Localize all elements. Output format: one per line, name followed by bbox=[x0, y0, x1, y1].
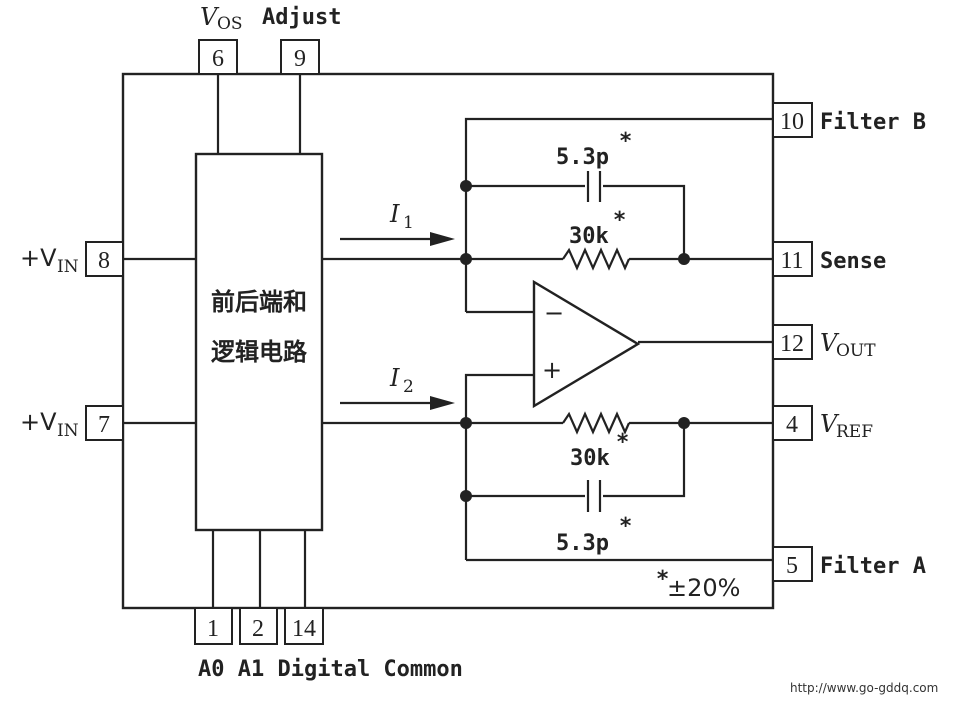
pin-4-box bbox=[772, 405, 813, 441]
i2-sub: 2 bbox=[403, 377, 414, 397]
filter-a-label: Filter A bbox=[820, 554, 926, 579]
node-top-2 bbox=[460, 253, 472, 265]
pin-11-box bbox=[772, 241, 813, 277]
pin-1-label: 1 bbox=[207, 616, 219, 642]
bottom-labels: A0 A1 Digital Common bbox=[198, 657, 463, 682]
op-amp-minus: − bbox=[544, 299, 564, 327]
pin-10-box bbox=[772, 102, 813, 138]
i2-label: I bbox=[389, 364, 400, 392]
node-bot-2 bbox=[678, 417, 690, 429]
logic-block bbox=[194, 152, 324, 532]
pin-14-box bbox=[284, 607, 324, 645]
node-top-1 bbox=[460, 180, 472, 192]
res-bottom-star: * bbox=[616, 430, 629, 455]
node-top-3 bbox=[678, 253, 690, 265]
vin-b-label: +V bbox=[20, 408, 57, 436]
pin-9-label: 9 bbox=[294, 46, 306, 72]
pin-12-box bbox=[772, 324, 813, 360]
pin-4-label: 4 bbox=[786, 412, 798, 438]
vref-sub: REF bbox=[836, 422, 873, 442]
sense-label: Sense bbox=[820, 249, 886, 274]
cap-bottom-label: 5.3p bbox=[556, 531, 609, 556]
node-bot-3 bbox=[460, 490, 472, 502]
i2-arrow-head bbox=[430, 396, 455, 410]
i1-arrow-head bbox=[430, 232, 455, 246]
pin-5-label: 5 bbox=[786, 553, 798, 579]
wire-cap-top-right bbox=[603, 184, 686, 259]
i1-sub: 1 bbox=[403, 213, 414, 233]
res-top-star: * bbox=[613, 208, 626, 233]
op-amp-plus: + bbox=[542, 356, 562, 384]
i1-label: I bbox=[389, 200, 400, 228]
pin-9-box bbox=[280, 39, 320, 75]
cap-top-star: * bbox=[619, 129, 632, 154]
pin-2-box bbox=[239, 607, 278, 645]
logic-block-label-1: 前后端和 bbox=[211, 288, 307, 316]
vos-label: V bbox=[200, 3, 220, 31]
tolerance-label: ±20% bbox=[667, 574, 740, 602]
logic-block-label-2: 逻辑电路 bbox=[211, 338, 308, 366]
res-bottom bbox=[562, 411, 631, 435]
filter-b-label: Filter B bbox=[820, 110, 926, 135]
cap-top-label: 5.3p bbox=[556, 145, 609, 170]
vout-label: V bbox=[820, 329, 840, 357]
pin-2-label: 2 bbox=[252, 616, 264, 642]
cap-bottom-star: * bbox=[619, 514, 632, 539]
pin-8-label: 8 bbox=[98, 248, 110, 274]
pin-12-label: 12 bbox=[780, 331, 804, 357]
res-top bbox=[562, 247, 631, 271]
watermark: http://www.go-gddq.com bbox=[790, 681, 938, 695]
vout-sub: OUT bbox=[836, 341, 876, 361]
res-top-label: 30k bbox=[569, 224, 609, 249]
vin-a-sub: IN bbox=[57, 257, 79, 277]
pin-7-label: 7 bbox=[98, 412, 110, 438]
vos-sub: OS bbox=[217, 14, 243, 34]
op-amp bbox=[532, 279, 641, 409]
pin-10-label: 10 bbox=[780, 109, 804, 135]
wire-filter-b bbox=[464, 117, 773, 312]
res-bottom-label: 30k bbox=[570, 446, 610, 471]
vin-a-label: +V bbox=[20, 244, 57, 272]
vin-b-sub: IN bbox=[57, 421, 79, 441]
wire-cap-bottom-right bbox=[603, 423, 686, 498]
vref-label: V bbox=[820, 410, 840, 438]
pin-6-label: 6 bbox=[212, 46, 224, 72]
pin-1-box bbox=[194, 607, 233, 645]
pin-11-label: 11 bbox=[780, 248, 803, 274]
tolerance-star: * bbox=[656, 567, 669, 592]
pin-5-box bbox=[772, 546, 813, 582]
node-bot-1 bbox=[460, 417, 472, 429]
pin-14-label: 14 bbox=[292, 616, 316, 642]
adjust-label: Adjust bbox=[262, 5, 341, 30]
